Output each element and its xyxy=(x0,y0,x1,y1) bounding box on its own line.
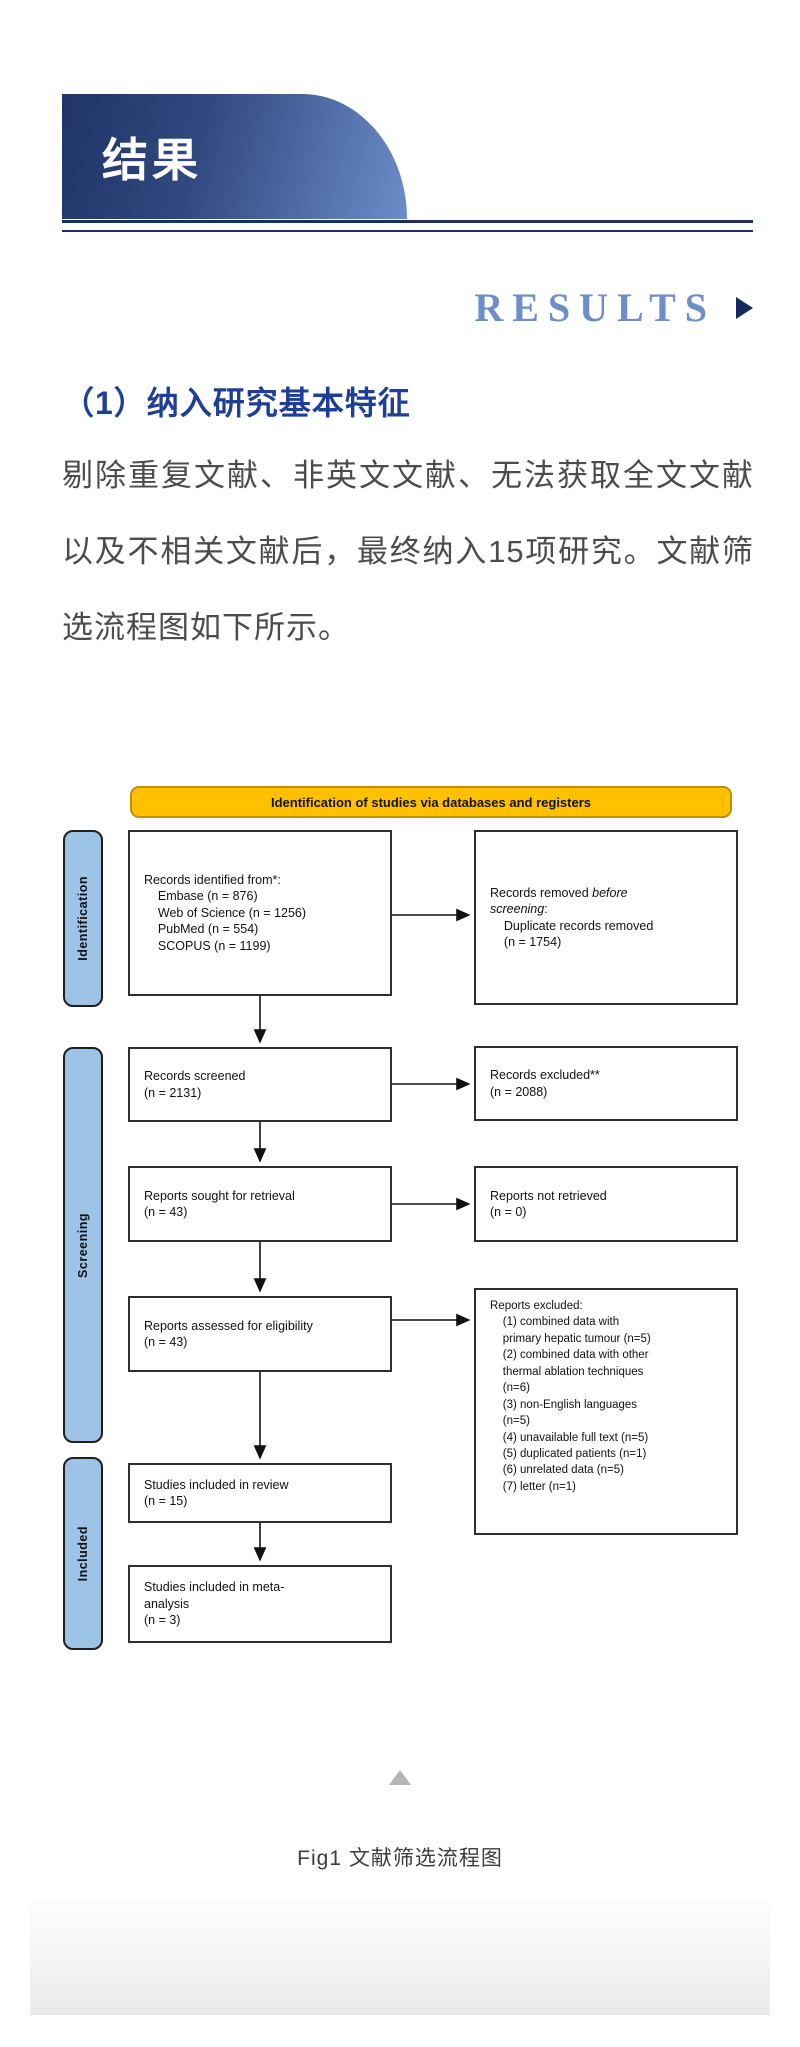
header-rule-thick xyxy=(62,220,753,223)
header-rule-thin xyxy=(62,230,753,232)
section-title-cn: 结果 xyxy=(102,134,202,186)
box-reports-assessed: Reports assessed for eligibility (n = 43… xyxy=(128,1296,392,1372)
flow-banner-label: Identification of studies via databases … xyxy=(270,794,592,810)
records-removed-italic: before screening xyxy=(490,885,628,917)
right-triangle-icon xyxy=(736,296,753,319)
box-reports-sought: Reports sought for retrieval (n = 43) xyxy=(128,1166,392,1242)
section-header-banner: 结果 xyxy=(62,94,407,219)
footer-gradient-band xyxy=(30,1900,770,2015)
flow-banner: Identification of studies via databases … xyxy=(130,786,732,818)
results-title-row: RESULTS xyxy=(474,284,753,331)
box-records-removed-text: Records removed before screening: Duplic… xyxy=(490,885,653,951)
box-studies-review: Studies included in review (n = 15) xyxy=(128,1463,392,1523)
stage-identification: Identification xyxy=(63,830,103,1007)
box-records-identified: Records identified from*: Embase (n = 87… xyxy=(128,830,392,996)
box-records-screened: Records screened (n = 2131) xyxy=(128,1047,392,1122)
stage-included: Included xyxy=(63,1457,103,1650)
box-studies-meta: Studies included in meta- analysis (n = … xyxy=(128,1565,392,1643)
body-paragraph: 剔除重复文献、非英文文献、无法获取全文文献以及不相关文献后，最终纳入15项研究。… xyxy=(62,458,754,645)
subsection-heading: （1）纳入研究基本特征 xyxy=(62,385,411,421)
section-title-en: RESULTS xyxy=(474,285,716,330)
collapse-triangle-icon xyxy=(389,1770,411,1785)
flow-arrows xyxy=(253,908,471,1562)
records-removed-post: : Duplicate records removed (n = 1754) xyxy=(503,902,654,949)
figure-caption: Fig1 文献筛选流程图 xyxy=(297,1847,503,1870)
box-reports-excluded: Reports excluded: (1) combined data with… xyxy=(474,1288,738,1535)
box-reports-not-retrieved: Reports not retrieved (n = 0) xyxy=(474,1166,738,1242)
records-removed-pre: Records removed xyxy=(490,885,593,900)
box-records-excluded: Records excluded** (n = 2088) xyxy=(474,1046,738,1121)
stage-screening: Screening xyxy=(63,1047,103,1443)
box-records-removed: Records removed before screening: Duplic… xyxy=(474,830,738,1005)
